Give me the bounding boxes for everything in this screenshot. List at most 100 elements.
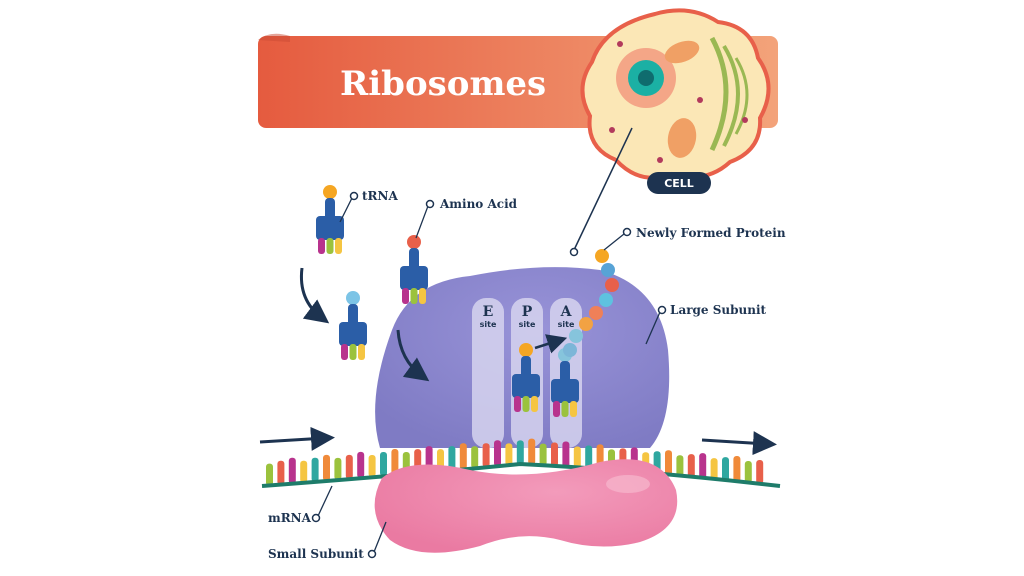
mrna-base (756, 459, 764, 484)
mrna-base (380, 451, 387, 476)
mrna-base (459, 443, 467, 470)
mrna-base (505, 443, 513, 466)
trna-molecule (512, 343, 540, 412)
mrna-base (539, 443, 547, 466)
mrna-base (334, 457, 342, 480)
amino-acid (407, 235, 421, 249)
anticodon-base (318, 238, 325, 254)
mrna-base (676, 455, 684, 478)
mrna-base (722, 457, 729, 482)
anticodon-base (570, 401, 577, 417)
anticodon-base (341, 344, 348, 360)
label-mrna: mRNA (268, 485, 333, 525)
amino-acid (595, 249, 609, 263)
cell-label: CELL (664, 177, 694, 190)
mrna-base (288, 457, 296, 484)
amino-acid (599, 293, 613, 307)
cell-badge: CELL (647, 172, 711, 194)
anticodon-base (561, 401, 569, 417)
anticodon-base (410, 288, 418, 304)
curved-arrow (396, 329, 430, 382)
trna-label: tRNA (362, 189, 398, 203)
small-subunit (374, 459, 678, 553)
mrna-base (585, 445, 593, 470)
label-amino-acid: Amino Acid (415, 197, 518, 239)
p-site-sub: site (519, 320, 536, 329)
amino-acid (519, 343, 533, 357)
mrna-base (551, 442, 558, 467)
anticodon-base (522, 396, 530, 412)
e-site-sub: site (480, 320, 497, 329)
anticodon-base (358, 344, 365, 360)
e-site (472, 298, 504, 448)
amino-acid (605, 278, 619, 292)
mrna-base (516, 440, 524, 465)
newly-formed-protein-label: Newly Formed Protein (636, 226, 786, 240)
trna-body (400, 266, 428, 290)
anticodon-base (335, 238, 342, 254)
mrna-direction-arrow-right (701, 431, 777, 456)
mrna-base (323, 454, 330, 481)
trna-stem (409, 248, 419, 270)
label-newly-formed-protein: Newly Formed Protein (603, 226, 786, 251)
protein-chain (563, 249, 619, 357)
p-site-letter: P (522, 304, 533, 320)
mrna-base (300, 460, 308, 483)
mrna-base (471, 446, 479, 469)
mrna-base (665, 450, 672, 477)
anticodon-base (419, 288, 426, 304)
amino-acid (579, 317, 593, 331)
amino-acid (589, 306, 603, 320)
label-trna: tRNA (339, 189, 398, 223)
e-site-letter: E (483, 304, 494, 320)
mrna-direction-arrow-left (259, 426, 335, 451)
amino-acid-label: Amino Acid (439, 197, 518, 211)
anticodon-base (326, 238, 334, 254)
mrna-base (391, 449, 399, 476)
mrna-base (562, 441, 570, 468)
trna-body (339, 322, 367, 346)
anticodon-base (349, 344, 357, 360)
amino-acid (601, 263, 615, 277)
trna-stem (521, 356, 531, 378)
amino-acid (563, 343, 577, 357)
trna-molecule (339, 291, 367, 360)
mrna-base (311, 457, 319, 482)
mrna-base (573, 446, 581, 469)
trna-body (551, 379, 579, 403)
mrna-base (710, 458, 718, 481)
trna-stem (348, 304, 358, 326)
mrna-base (277, 460, 285, 485)
mrna-base (699, 453, 707, 480)
mrna-base (448, 446, 456, 471)
cell-leader-line (573, 127, 633, 251)
anticodon-base (402, 288, 409, 304)
trna-molecule (400, 235, 428, 304)
label-small-subunit: Small Subunit (268, 521, 387, 561)
amino-acid (569, 329, 583, 343)
trna-body (316, 216, 344, 240)
anticodon-base (531, 396, 538, 412)
mrna-base (345, 454, 353, 479)
curved-arrow (299, 267, 330, 324)
page-title: Ribosomes (340, 64, 546, 104)
trna-stem (325, 198, 335, 220)
a-site-sub: site (558, 320, 575, 329)
amino-acid (323, 185, 337, 199)
small-subunit-label: Small Subunit (268, 547, 364, 561)
anticodon-base (514, 396, 521, 412)
mrna-base (266, 463, 273, 486)
mrna-base (494, 440, 501, 467)
label-large-subunit: Large Subunit (645, 303, 767, 345)
mrna-base (687, 454, 695, 479)
trna-molecule (316, 185, 344, 254)
mrna-base (744, 461, 752, 484)
mrna-base (368, 454, 376, 477)
mrna-base (528, 438, 536, 465)
amino-acid (346, 291, 360, 305)
mrna-base (357, 451, 365, 478)
mrna-base (733, 456, 741, 483)
transfer-arrow (534, 334, 568, 354)
mrna-base (482, 443, 490, 468)
